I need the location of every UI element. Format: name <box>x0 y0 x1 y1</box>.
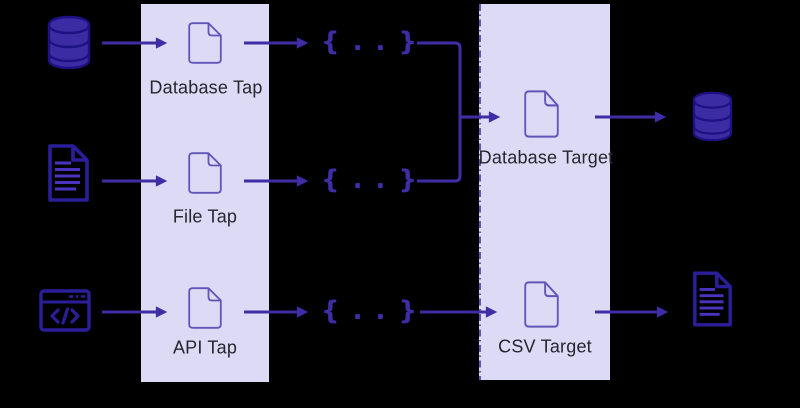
connector-records-middle-merge <box>417 117 462 183</box>
document-icon <box>524 281 559 328</box>
document-icon <box>188 287 222 329</box>
document-icon <box>188 152 222 194</box>
json-records-symbol: { . . } <box>321 164 419 195</box>
file-tap-label: File Tap <box>172 206 238 227</box>
api-tap-label: API Tap <box>172 337 238 358</box>
csv-target-label: CSV Target <box>498 336 592 357</box>
json-records-symbol: { . . } <box>321 295 419 326</box>
document-icon <box>524 90 559 138</box>
api-icon <box>39 289 91 332</box>
database-target-label: Database Target <box>478 147 614 168</box>
database-icon <box>47 15 91 70</box>
database-icon <box>692 91 733 142</box>
file-icon <box>48 144 89 202</box>
document-icon <box>188 22 222 64</box>
json-records-symbol: { . . } <box>321 26 419 57</box>
database-tap-label: Database Tap <box>149 77 263 98</box>
targets-panel <box>479 4 610 380</box>
connector-records-top-merge <box>417 41 462 117</box>
file-icon <box>693 271 732 327</box>
